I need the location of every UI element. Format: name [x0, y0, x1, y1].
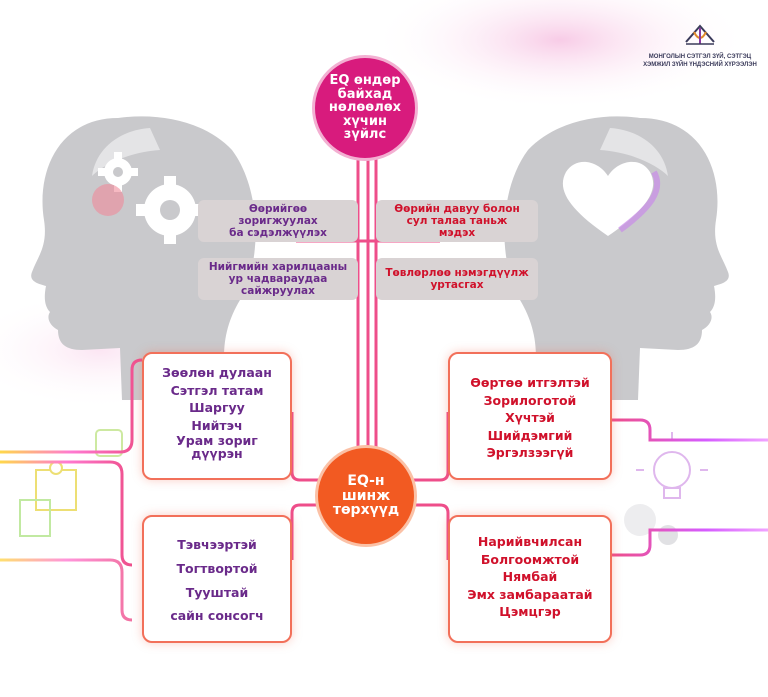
center-circle-line: EQ-н — [347, 472, 385, 489]
left-head-icon — [31, 116, 256, 401]
trait-item: Хүчтэй — [505, 410, 555, 425]
top-circle-line: нөлөөлөх — [328, 100, 402, 116]
factor-line: Өөрийгөө — [248, 202, 308, 215]
center-circle-line: шинж — [341, 487, 391, 504]
trait-item: Урам зориг — [176, 433, 258, 448]
top-circle-line: хүчин — [343, 113, 387, 129]
trait-item: Зөөлөн дулаан — [162, 365, 272, 380]
trait-item: Нарийвчилсан — [477, 534, 583, 549]
trait-item: Болгоомжтой — [480, 551, 580, 567]
right-head-icon — [504, 116, 729, 401]
traits-box-top-right: Өөртөө итгэлтэй Зорилоготой Хүчтэй Шийдэ… — [448, 352, 612, 480]
factor-box-motivation: Өөрийгөө зоригжуулах ба сэдэлжүүлэх — [198, 200, 358, 242]
factor-line: ба сэдэлжүүлэх — [229, 227, 327, 240]
logo-org-line1: МОНГОЛЫН СЭТГЭЛ ЗҮЙ, СЭТГЭЦ — [648, 54, 752, 60]
trait-item: сайн сонсогч — [170, 608, 264, 624]
trait-item: Эргэлзээгүй — [486, 445, 574, 460]
trait-item: Шаргуу — [189, 400, 245, 415]
factor-line: Нийгмийн харилцааны — [208, 260, 348, 273]
center-circle-title: EQ-н шинж төрхүүд — [318, 448, 414, 544]
trait-item: Өөртөө итгэлтэй — [470, 375, 590, 390]
top-circle-title: EQ өндөр байхад нөлөөлөх хүчин зүйлс — [315, 58, 415, 158]
trait-item: Тогтвортой — [176, 560, 258, 576]
factor-line: зоригжуулах — [238, 214, 318, 227]
factor-line: сайжруулах — [241, 285, 315, 298]
institute-logo: МОНГОЛЫН СЭТГЭЛ ЗҮЙ, СЭТГЭЦ ХЭМЖИЛ ЗҮЙН … — [640, 22, 760, 69]
factor-line: мэдэх — [438, 227, 476, 240]
factor-line: Өөрийн давуу болон — [394, 202, 520, 215]
factor-line: ур чадвараудаа — [228, 272, 328, 285]
heart-icon — [562, 161, 661, 236]
trait-item: Эмх замбараатай — [467, 586, 593, 602]
trait-item: Сэтгэл татам — [170, 382, 264, 398]
top-circle-line: зүйлс — [343, 127, 387, 143]
trait-item: Нийтэч — [191, 417, 243, 433]
lightbulb-icon — [624, 432, 708, 545]
factor-box-social-skills: Нийгмийн харилцааны ур чадвараудаа сайжр… — [198, 258, 358, 300]
logo-emblem-icon — [685, 24, 715, 45]
factor-line: уртасгах — [430, 279, 484, 291]
trait-item: Шийдэмгий — [487, 427, 573, 443]
traits-box-bottom-right: Нарийвчилсан Болгоомжтой Нямбай Эмх замб… — [448, 515, 612, 643]
trait-item: Зорилоготой — [483, 392, 577, 408]
factor-line: сул талаа таньж — [406, 214, 508, 227]
trait-item: Нямбай — [502, 569, 558, 584]
trait-item: Тэвчээртэй — [177, 537, 257, 552]
factor-box-strengths: Өөрийн давуу болон сул талаа таньж мэдэх — [376, 200, 538, 242]
traits-box-top-left: Зөөлөн дулаан Сэтгэл татам Шаргуу Нийтэч… — [142, 352, 292, 480]
trait-item: Цэмцгэр — [499, 604, 561, 619]
factor-box-focus: Төвлөрлөө нэмэгдүүлж уртасгах — [376, 258, 538, 300]
top-circle-line: EQ өндөр — [329, 72, 401, 88]
top-circle-line: байхад — [337, 86, 393, 102]
traits-box-bottom-left: Тэвчээртэй Тогтвортой Тууштай сайн сонсо… — [142, 515, 292, 643]
trait-item: дүүрэн — [191, 446, 243, 462]
factor-line: Төвлөрлөө нэмэгдүүлж — [385, 266, 529, 279]
puzzle-icon — [19, 429, 123, 537]
center-circle-line: төрхүүд — [332, 502, 400, 519]
logo-org-line2: ХЭМЖИЛ ЗҮЙН ҮНДЭСНИЙ ХҮРЭЭЛЭН — [643, 61, 757, 68]
trait-item: Тууштай — [185, 584, 249, 600]
